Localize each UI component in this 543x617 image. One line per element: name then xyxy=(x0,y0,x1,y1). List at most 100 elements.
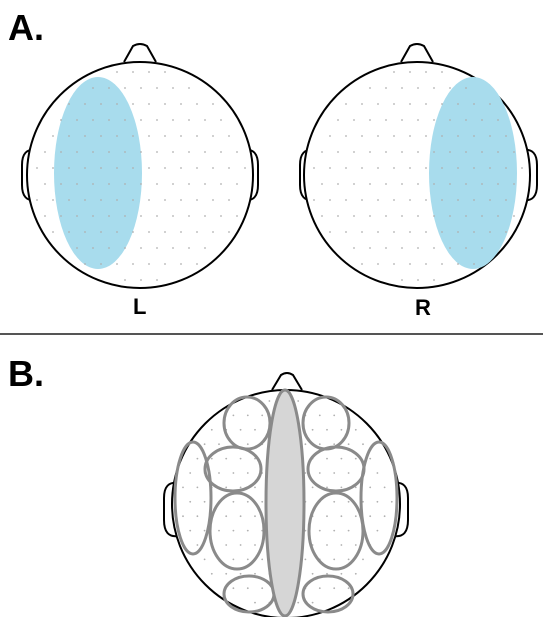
electrode-dot xyxy=(225,515,227,517)
electrode-dot xyxy=(92,215,94,217)
electrode-dot xyxy=(204,215,206,217)
electrode-dot xyxy=(313,199,315,201)
electrode-dot xyxy=(385,87,387,89)
electrode-dot xyxy=(312,602,314,604)
electrode-dot xyxy=(345,135,347,137)
electrode-dot xyxy=(254,544,256,546)
electrode-dot xyxy=(172,247,174,249)
electrode-dot xyxy=(497,119,499,121)
electrode-dot xyxy=(254,515,256,517)
electrode-dot xyxy=(148,167,150,169)
electrode-dot xyxy=(348,472,350,474)
electrode-dot xyxy=(489,167,491,169)
electrode-dot xyxy=(401,247,403,249)
electrode-dot xyxy=(489,103,491,105)
electrode-dot xyxy=(326,487,328,489)
electrode-dot xyxy=(353,119,355,121)
electrode-dot xyxy=(140,87,142,89)
electrode-dot xyxy=(355,544,357,546)
electrode-dot xyxy=(305,559,307,561)
region-midline xyxy=(266,390,304,616)
electrode-dot xyxy=(377,231,379,233)
electrode-dot xyxy=(333,472,335,474)
electrode-dot xyxy=(218,472,220,474)
electrode-dot xyxy=(225,458,227,460)
electrode-dot xyxy=(513,183,515,185)
electrode-dot xyxy=(329,135,331,137)
electrode-dot xyxy=(348,559,350,561)
electrode-dot xyxy=(228,231,230,233)
electrode-dot xyxy=(465,87,467,89)
electrode-dot xyxy=(233,472,235,474)
electrode-dot xyxy=(116,71,118,73)
electrode-dot xyxy=(140,151,142,153)
electrode-dot xyxy=(409,199,411,201)
electrode-dot xyxy=(393,135,395,137)
electrode-dot xyxy=(333,415,335,417)
electrode-dot xyxy=(449,119,451,121)
electrode-dot xyxy=(68,167,70,169)
electrode-dot xyxy=(377,103,379,105)
electrode-dot xyxy=(369,247,371,249)
electrode-dot xyxy=(172,183,174,185)
electrode-dot xyxy=(261,587,263,589)
electrode-dot xyxy=(212,231,214,233)
electrode-dot xyxy=(465,183,467,185)
electrode-dot xyxy=(212,167,214,169)
electrode-dot xyxy=(391,501,393,503)
electrode-dot xyxy=(180,231,182,233)
electrode-dot xyxy=(108,183,110,185)
electrode-dot xyxy=(240,458,242,460)
electrode-dot xyxy=(247,443,249,445)
electrode-dot xyxy=(409,263,411,265)
electrode-dot xyxy=(385,151,387,153)
electrode-dot xyxy=(124,151,126,153)
electrode-dot xyxy=(197,544,199,546)
panel-b-label: B. xyxy=(8,356,44,392)
electrode-dot xyxy=(188,87,190,89)
electrode-dot xyxy=(52,199,54,201)
electrode-dot xyxy=(401,183,403,185)
electrode-dot xyxy=(369,87,371,89)
electrode-dot xyxy=(433,183,435,185)
electrode-dot xyxy=(196,103,198,105)
electrode-dot xyxy=(233,415,235,417)
electrode-dot xyxy=(433,119,435,121)
electrode-dot xyxy=(240,573,242,575)
electrode-dot xyxy=(156,183,158,185)
electrode-dot xyxy=(240,429,242,431)
electrode-dot xyxy=(60,215,62,217)
electrode-dot xyxy=(196,231,198,233)
electrode-dot xyxy=(329,199,331,201)
electrode-dot xyxy=(333,443,335,445)
electrode-dot xyxy=(465,247,467,249)
electrode-dot xyxy=(247,501,249,503)
electrode-dot xyxy=(92,119,94,121)
electrode-dot xyxy=(254,602,256,604)
electrode-dot xyxy=(312,429,314,431)
electrode-dot xyxy=(449,183,451,185)
electrode-dot xyxy=(409,167,411,169)
electrode-dot xyxy=(172,215,174,217)
electrode-dot xyxy=(313,167,315,169)
electrode-dot xyxy=(44,183,46,185)
electrode-dot xyxy=(52,167,54,169)
electrode-dot xyxy=(465,215,467,217)
electrode-dot xyxy=(361,135,363,137)
electrode-dot xyxy=(369,458,371,460)
electrode-dot xyxy=(505,231,507,233)
electrode-dot xyxy=(441,71,443,73)
electrode-dot xyxy=(361,103,363,105)
electrode-dot xyxy=(377,167,379,169)
electrode-dot xyxy=(401,215,403,217)
electrode-dot xyxy=(132,71,134,73)
electrode-dot xyxy=(76,119,78,121)
electrode-dot xyxy=(353,183,355,185)
electrode-dot xyxy=(481,247,483,249)
electrode-dot xyxy=(156,151,158,153)
electrode-dot xyxy=(44,215,46,217)
electrode-dot xyxy=(84,263,86,265)
electrode-dot xyxy=(449,215,451,217)
electrode-dot xyxy=(409,135,411,137)
electrode-dot xyxy=(180,167,182,169)
